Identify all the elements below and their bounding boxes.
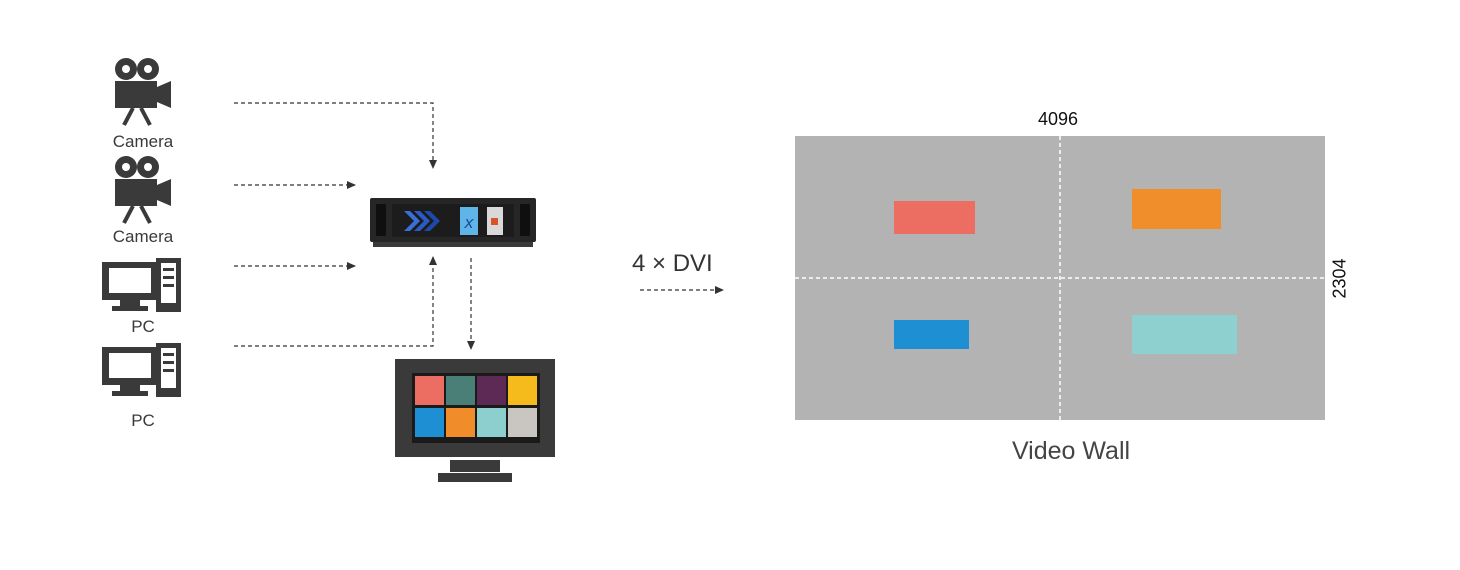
wall-height-label: 2304 <box>1329 258 1350 299</box>
monitor-icon <box>395 359 555 482</box>
camera-icon <box>115 58 171 126</box>
monitor-tile <box>477 376 506 405</box>
video-wall-label: Video Wall <box>1011 437 1131 465</box>
monitor-tile <box>446 408 475 437</box>
video-wall <box>795 136 1325 420</box>
wall-width-label: 4096 <box>1038 109 1079 129</box>
dvi-link-label: 4 × DVI <box>632 250 713 277</box>
source-label: Camera <box>112 227 174 246</box>
monitor-tile <box>446 376 475 405</box>
pc-icon <box>102 343 181 397</box>
monitor-tile <box>508 408 537 437</box>
monitor-tile <box>508 376 537 405</box>
connector-pc-2 <box>234 256 437 347</box>
video-processor-icon: x <box>370 198 536 247</box>
monitor-tile <box>477 408 506 437</box>
source-label: PC <box>131 411 155 430</box>
pc-icon <box>102 258 181 312</box>
source-label: Camera <box>112 132 174 151</box>
camera-icon <box>115 156 171 224</box>
monitor-tile <box>415 408 444 437</box>
source-label: PC <box>131 317 155 336</box>
wall-window-1 <box>894 201 975 234</box>
wall-window-4 <box>1132 315 1237 354</box>
monitor-tile <box>415 376 444 405</box>
connector-camera-1 <box>234 102 437 169</box>
svg-text:x: x <box>463 213 474 232</box>
wall-window-2 <box>1132 189 1221 229</box>
wall-window-3 <box>894 320 969 349</box>
monitor-tile-grid <box>415 376 537 437</box>
